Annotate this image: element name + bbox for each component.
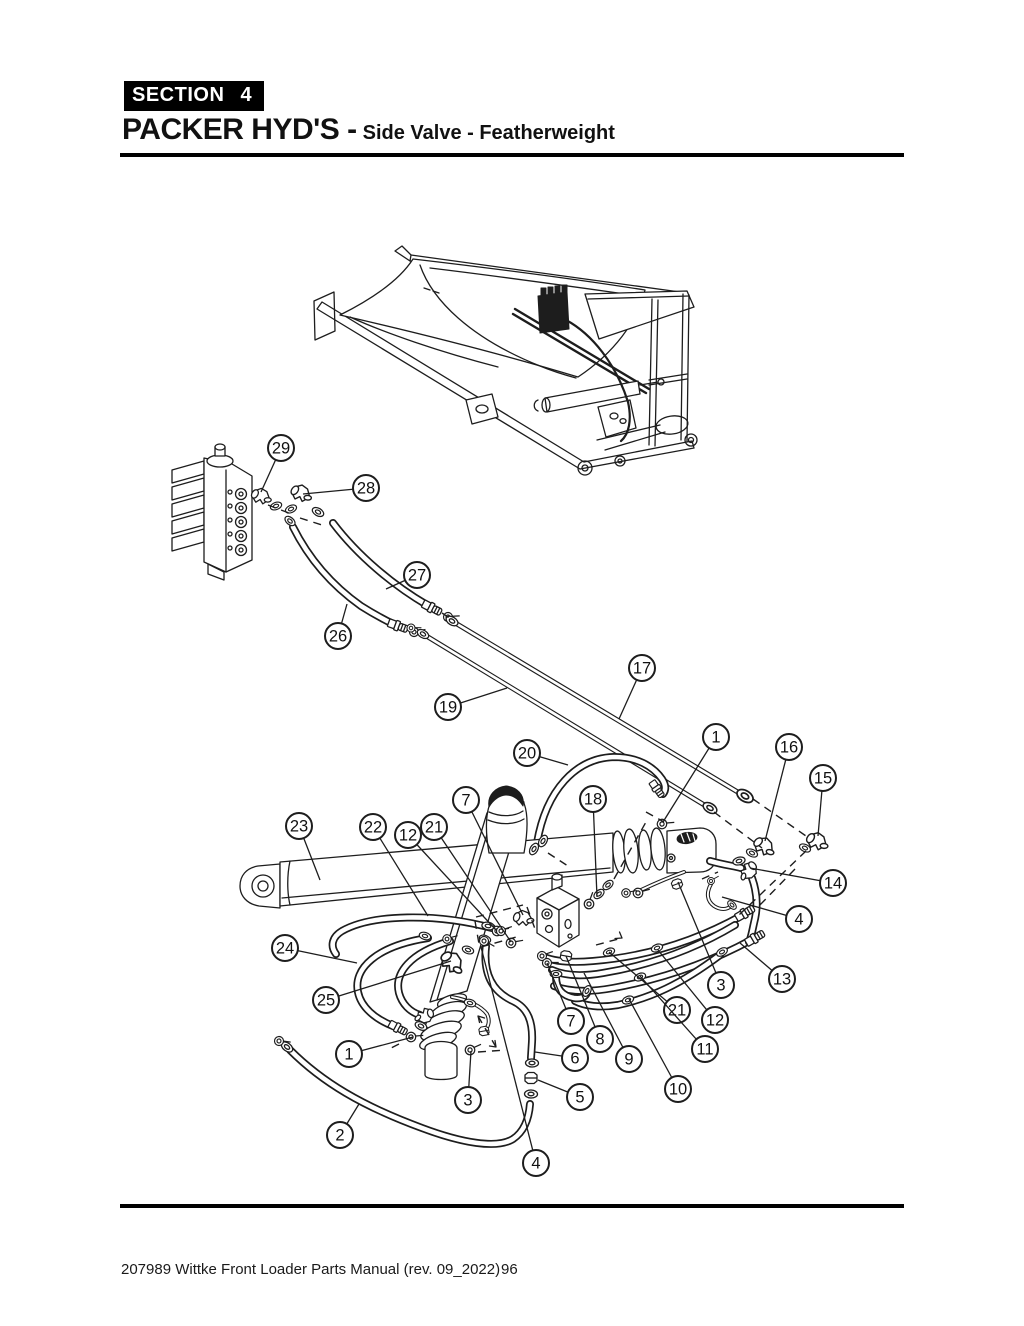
- dash-arrowheads: [477, 931, 623, 1048]
- svg-text:4: 4: [794, 910, 803, 928]
- callout-26: 26: [324, 603, 352, 650]
- svg-text:7: 7: [566, 1012, 575, 1030]
- svg-text:24: 24: [276, 939, 294, 957]
- svg-text:19: 19: [439, 698, 457, 716]
- callout-14: 14: [749, 867, 847, 897]
- callout-1: 1: [335, 1036, 414, 1068]
- callout-4: 4: [721, 896, 813, 933]
- packer-cylinder-art: [419, 785, 528, 1081]
- svg-text:14: 14: [824, 874, 842, 892]
- svg-text:28: 28: [357, 479, 375, 497]
- assembly-dashes: [267, 504, 807, 1053]
- svg-text:11: 11: [696, 1040, 713, 1058]
- svg-text:21: 21: [668, 1001, 686, 1019]
- svg-text:23: 23: [290, 817, 308, 835]
- callout-22: 22: [359, 813, 429, 917]
- section-badge: SECTION 4: [124, 81, 265, 111]
- footer-manual-ref: 207989 Wittke Front Loader Parts Manual …: [121, 1261, 501, 1278]
- callout-12: 12: [657, 949, 729, 1034]
- header-rule: [120, 153, 904, 157]
- svg-text:18: 18: [584, 790, 602, 808]
- svg-text:29: 29: [272, 439, 290, 457]
- callout-8: 8: [565, 955, 614, 1053]
- title-subtitle: Side Valve - Featherweight: [362, 122, 615, 144]
- svg-text:25: 25: [317, 991, 335, 1009]
- svg-text:1: 1: [711, 728, 720, 746]
- svg-text:27: 27: [408, 566, 426, 584]
- callout-1: 1: [662, 723, 730, 823]
- callout-7: 7: [452, 786, 524, 916]
- svg-text:20: 20: [518, 744, 536, 762]
- callout-12: 12: [394, 821, 497, 931]
- callout-19: 19: [434, 687, 508, 721]
- svg-text:3: 3: [463, 1091, 472, 1109]
- footer-page-number: 96: [501, 1261, 518, 1278]
- manifold-block-art: [536, 873, 580, 948]
- svg-text:5: 5: [575, 1088, 584, 1106]
- title-main: PACKER HYD'S -: [122, 113, 357, 146]
- svg-text:12: 12: [706, 1011, 724, 1029]
- page-title: PACKER HYD'S -Side Valve - Featherweight: [122, 113, 615, 147]
- callout-13: 13: [739, 942, 796, 993]
- svg-text:26: 26: [329, 627, 347, 645]
- callout-10: 10: [628, 998, 692, 1103]
- callout-27: 27: [385, 561, 431, 590]
- callout-15: 15: [809, 764, 837, 837]
- truck-body-art: [313, 245, 698, 476]
- callout-18: 18: [579, 785, 607, 898]
- callout-24: 24: [271, 934, 358, 964]
- svg-text:13: 13: [773, 970, 791, 988]
- callout-21: 21: [420, 813, 512, 943]
- svg-text:4: 4: [531, 1154, 540, 1172]
- svg-text:2: 2: [335, 1126, 344, 1144]
- callout-3: 3: [677, 881, 735, 999]
- svg-text:12: 12: [399, 826, 417, 844]
- svg-text:21: 21: [425, 818, 443, 836]
- callout-11: 11: [639, 975, 719, 1063]
- footer-rule: [120, 1204, 904, 1208]
- svg-text:1: 1: [344, 1045, 353, 1063]
- callout-2: 2: [326, 1103, 360, 1149]
- svg-text:15: 15: [814, 769, 832, 787]
- svg-text:10: 10: [669, 1080, 687, 1098]
- svg-text:22: 22: [364, 818, 382, 836]
- callout-5: 5: [537, 1079, 594, 1111]
- svg-text:7: 7: [461, 791, 470, 809]
- svg-text:3: 3: [716, 976, 725, 994]
- callout-4: 4: [480, 946, 550, 1177]
- callout-3: 3: [454, 1050, 482, 1114]
- callout-20: 20: [513, 739, 569, 767]
- svg-text:16: 16: [780, 738, 798, 756]
- callout-25: 25: [312, 960, 452, 1014]
- callout-29: 29: [260, 434, 295, 493]
- callout-23: 23: [285, 812, 321, 881]
- callout-16: 16: [764, 733, 803, 842]
- callout-7: 7: [546, 962, 585, 1035]
- callout-17: 17: [618, 654, 656, 720]
- svg-text:9: 9: [624, 1050, 633, 1068]
- callout-21: 21: [608, 951, 691, 1024]
- callout-6: 6: [534, 1044, 589, 1072]
- svg-text:6: 6: [570, 1049, 579, 1067]
- valve-bank-art: [171, 443, 253, 581]
- callout-28: 28: [302, 474, 380, 502]
- svg-text:8: 8: [595, 1030, 604, 1048]
- callout-9: 9: [583, 972, 643, 1073]
- svg-text:17: 17: [633, 659, 651, 677]
